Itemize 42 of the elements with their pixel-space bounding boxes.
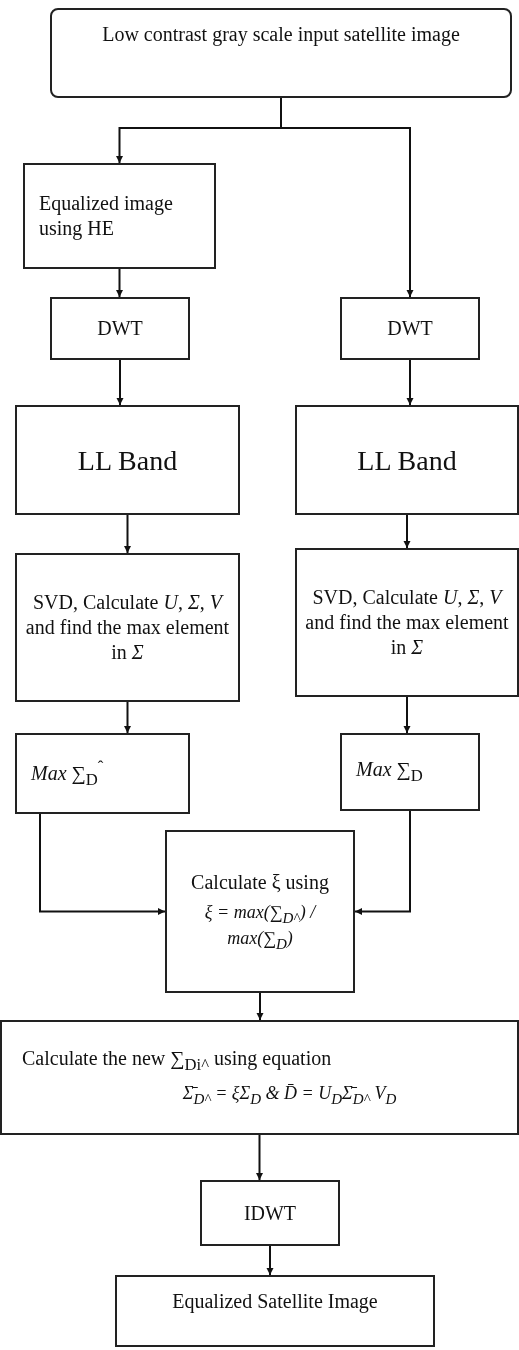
arrow: [354, 810, 411, 915]
process-box: [15, 553, 240, 702]
formula-text: Σ̄$_{D^}$ = ξΣ$_{D}$ & D̄ = U$_{D}$Σ̄$_{D^}$ V$_{D}$: [181, 1082, 398, 1109]
arrow: [266, 1245, 274, 1276]
arrow: [403, 696, 411, 734]
node-text: LL Band: [77, 443, 178, 478]
process-box: [340, 733, 480, 811]
arrow: [116, 268, 123, 298]
process-box: [340, 297, 480, 360]
node-text: Calculate the new ∑$_{Di^}$ using equation: [21, 1046, 333, 1077]
start-box: [50, 8, 512, 98]
process-box: [15, 733, 190, 814]
node-text: DWT: [97, 316, 143, 341]
process-box: [15, 405, 240, 515]
process-box: [165, 830, 355, 993]
arrow: [280, 97, 414, 298]
arrow: [403, 514, 411, 549]
node-text: LL Band: [357, 443, 457, 478]
arrow: [124, 701, 131, 734]
process-box: [295, 405, 519, 515]
node-text: Calculate ξ using: [191, 869, 329, 895]
arrow: [116, 359, 124, 406]
arrow: [256, 1134, 263, 1181]
node-text: Equalized image using HE: [39, 191, 174, 241]
node-text: Low contrast gray scale input satellite image: [102, 22, 460, 47]
process-box: [200, 1180, 340, 1246]
arrow: [406, 359, 414, 406]
process-box: [50, 297, 190, 360]
end-box: [115, 1275, 435, 1347]
node-text: DWT: [387, 316, 433, 341]
formula-text: ξ = max(∑$_{D^}$) / max(∑$_{D}$): [203, 900, 318, 954]
node-text: Max ∑$_{D}$: [356, 757, 423, 787]
process-box: [23, 163, 216, 269]
process-box: [0, 1020, 519, 1135]
node-text: SVD, Calculate U, Σ, V and find the max element in Σ: [304, 585, 510, 660]
arrow: [39, 813, 166, 915]
node-text: SVD, Calculate U, Σ, V and find the max element in Σ: [24, 590, 231, 665]
process-box: [295, 548, 519, 697]
node-text: Equalized Satellite Image: [172, 1289, 378, 1314]
arrow: [256, 992, 264, 1021]
arrow: [124, 514, 131, 554]
node-text: IDWT: [243, 1200, 297, 1226]
